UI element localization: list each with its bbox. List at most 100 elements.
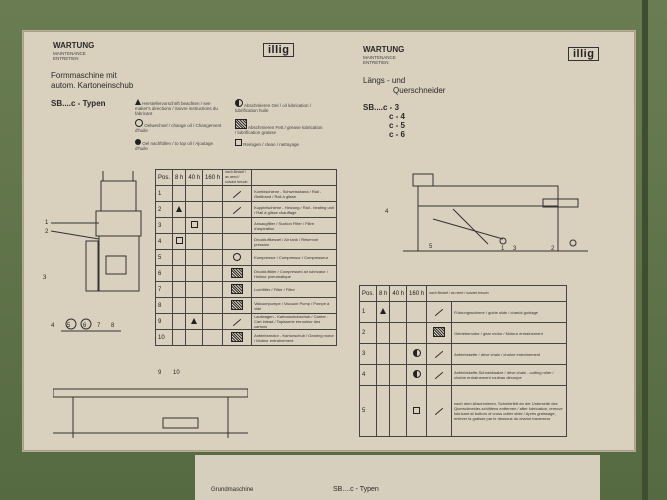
left-logo: illig [263, 43, 295, 57]
triangle-icon [380, 308, 387, 314]
maintenance-sheet: WARTUNG MAINTENANCE ENTRETIEN illig Form… [22, 30, 636, 452]
hatch-icon [231, 331, 244, 342]
form-machine-drawing [50, 171, 142, 332]
callout-6: 6 [83, 323, 87, 329]
half-circle-icon [412, 349, 421, 357]
slash-icon [434, 350, 444, 359]
table-header-row: Pos. 8 h 40 h 160 h nach Bedarf / as nee… [358, 285, 568, 302]
square-icon [190, 221, 198, 228]
slash-icon [232, 206, 242, 214]
header-as-needed: nach Bedarf / as need / suivant besoin [222, 169, 253, 186]
right-maintenance-table: Pos. 8 h 40 h 160 h nach Bedarf / as nee… [358, 285, 568, 437]
square-icon [413, 406, 421, 414]
hatch-icon [231, 267, 244, 278]
legend-item: Oel nachfüllen / to top oil / Ajoutage d… [135, 139, 214, 151]
base-machine-sheet: Grundmaschine SB....c - Typen [195, 455, 600, 500]
right-entretien: ENTRETIEN [363, 60, 389, 65]
callout-2: 2 [45, 229, 49, 235]
table-header-row: Pos. 8 h 40 h 160 h nach Bedarf / as nee… [154, 169, 338, 186]
slash-icon [434, 308, 444, 317]
slash-icon [232, 318, 242, 326]
right-callout-2: 2 [551, 246, 555, 252]
left-machine-line1: Formmaschine mit [51, 71, 117, 80]
header-as-needed: nach Bedarf / as need / suivant besoin [426, 285, 568, 302]
hatch-icon [433, 327, 446, 337]
right-callout-1: 1 [501, 246, 505, 252]
left-machine-line2: autom. Kartoneinschub [51, 81, 134, 90]
header-8h: 8 h [172, 169, 187, 186]
right-callout-3: 3 [513, 246, 517, 252]
half-circle-icon [235, 99, 243, 107]
right-maintenance: MAINTENANCE [363, 55, 396, 60]
legend-item: Oelwechsel / change oil / Changement d'h… [135, 119, 225, 133]
right-callout-4: 4 [385, 209, 389, 215]
half-circle-icon [412, 370, 421, 378]
hatch-icon [235, 119, 247, 129]
header-40h: 40 h [185, 169, 204, 186]
right-machine-line2: Querschneider [393, 86, 446, 95]
right-machine-line1: Längs - und [363, 76, 406, 85]
legend-item: Abschmieren Fett / grease lubrication / … [235, 119, 325, 135]
square-icon [235, 139, 242, 146]
cutter-machine-drawing [403, 173, 588, 252]
legend-item: Abschmieren Oel / oil lubrication / lubr… [235, 99, 325, 113]
legend-item: Reinigen / clean / nettoyage [235, 139, 325, 147]
callout-9: 9 [158, 370, 162, 376]
header-160h: 160 h [202, 169, 224, 186]
right-type-1: c - 4 [389, 112, 406, 121]
header-160h: 160 h [406, 285, 428, 302]
callout-7: 7 [97, 323, 101, 329]
callout-10: 10 [173, 370, 180, 376]
hatch-icon [231, 299, 244, 310]
right-callout-5: 5 [429, 244, 433, 250]
left-maintenance-table: Pos. 8 h 40 h 160 h nach Bedarf / as nee… [154, 169, 338, 346]
callout-8: 8 [111, 323, 115, 329]
left-type: SB....c - Typen [51, 99, 106, 108]
square-icon [175, 237, 183, 244]
right-type-3: c - 6 [389, 130, 406, 139]
hatch-icon [231, 283, 244, 294]
panel-seam [642, 0, 648, 500]
callout-4: 4 [51, 323, 55, 329]
header-pos: Pos. [154, 169, 174, 186]
right-type-0: SB....c - 3 [363, 103, 400, 112]
cart-inlead-drawing [53, 388, 248, 438]
header-40h: 40 h [389, 285, 408, 302]
circle-icon [135, 119, 143, 127]
circle-icon [233, 252, 242, 261]
slash-icon [434, 371, 444, 380]
triangle-icon [176, 205, 183, 212]
callout-3: 3 [43, 275, 47, 281]
dot-icon [135, 139, 141, 145]
callout-1: 1 [45, 220, 49, 226]
triangle-icon [191, 317, 198, 324]
header-8h: 8 h [376, 285, 391, 302]
left-wartung: WARTUNG [53, 41, 95, 50]
slash-icon [232, 190, 242, 198]
header-pos: Pos. [358, 285, 378, 302]
callout-5: 5 [67, 323, 71, 329]
triangle-icon [135, 99, 141, 105]
bottom-type: SB....c - Typen [333, 486, 379, 493]
left-maintenance: MAINTENANCE [53, 51, 86, 56]
left-entretien: ENTRETIEN [53, 56, 79, 61]
right-logo: illig [568, 47, 600, 61]
right-type-2: c - 5 [389, 121, 406, 130]
right-wartung: WARTUNG [363, 45, 405, 54]
header-desc [251, 169, 338, 186]
